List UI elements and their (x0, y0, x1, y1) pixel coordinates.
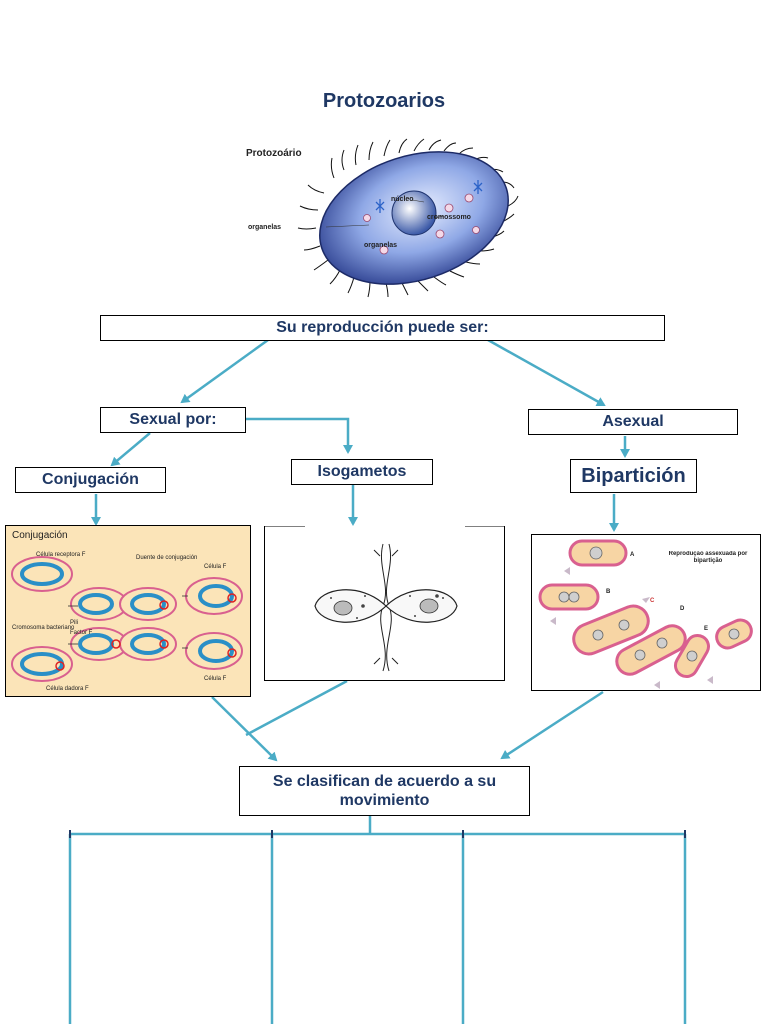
stage-label-c: C (650, 598, 655, 604)
label-chromosome: cromossomo (427, 214, 471, 221)
label-bridge: Duente de conjugación (136, 555, 197, 561)
label-chromosome: Cromosoma bacteriano (12, 625, 75, 631)
isogametes-figure (264, 526, 505, 681)
reproduction-box: Su reproducción puede ser: (100, 315, 665, 341)
label-organelles-left: organelas (248, 224, 281, 231)
label-donor-cell: Célula dadora F (46, 686, 89, 692)
conjugation-box: Conjugación (15, 467, 166, 493)
stage-label-b: B (606, 589, 611, 595)
conjugation-figure-heading: Conjugación (12, 530, 68, 541)
asexual-box: Asexual (528, 409, 738, 435)
label-cell-f-plus-top: Célula F (204, 564, 227, 570)
bipartition-figure: A B C D E Reprodução assexuada por bipar… (531, 534, 761, 691)
conjugation-figure: Conjugación (5, 525, 251, 697)
illustration-heading: Protozoário (246, 148, 302, 159)
stage-label-a: A (630, 552, 635, 558)
isogametes-box: Isogametos (291, 459, 433, 485)
sexual-box: Sexual por: (100, 407, 246, 433)
label-pili: Pili (70, 620, 78, 626)
protozoan-illustration: Protozoário núcleo organelas cromossomo … (246, 138, 519, 298)
classification-box: Se clasifican de acuerdo a su movimiento (239, 766, 530, 816)
bipartition-box: Bipartición (570, 459, 697, 493)
cilia (297, 138, 519, 298)
label-factor-f: Factor F (70, 630, 93, 636)
label-nucleus: núcleo (391, 196, 414, 203)
page-title: Protozoarios (322, 90, 446, 112)
label-organelles-bottom: organelas (364, 242, 397, 249)
label-receptor-cell: Célula receptora F (36, 552, 86, 558)
bipartition-caption: Reprodução assexuada por bipartição (668, 551, 748, 565)
stage-label-e: E (704, 626, 708, 632)
stage-label-d: D (680, 606, 685, 612)
label-cell-f-plus-bottom: Célula F (204, 676, 227, 682)
